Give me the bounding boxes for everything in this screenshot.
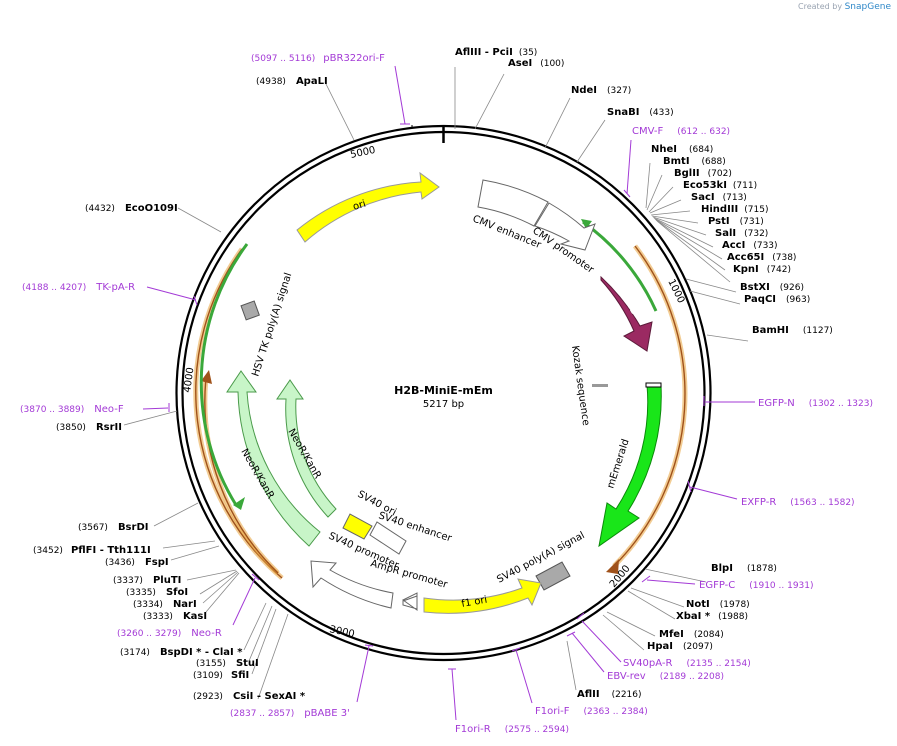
site-ndei: NdeI(327) [571, 85, 631, 96]
memerald-arrow [598, 384, 662, 548]
primer-leaders [142, 65, 755, 721]
site-afliii-pcii: AflIII - PciI(35) [455, 47, 537, 58]
sv40-enhancer-box [369, 521, 407, 555]
tick-5000: 5000 [349, 145, 376, 161]
sv40-ori-box [342, 513, 373, 540]
ori-arrow [296, 171, 440, 243]
site-psti: PstI(731) [708, 216, 764, 227]
site-bamhi: BamHI(1127) [752, 325, 833, 336]
primer-sv40pa-r: SV40pA-R(2135 .. 2154) [623, 658, 751, 669]
memerald-start [645, 382, 662, 388]
site-leaders [123, 67, 749, 700]
site-sfii: (3109)SfiI [193, 670, 249, 681]
orf-arcs [193, 219, 688, 580]
site-fspi: (3436)FspI [105, 557, 169, 568]
site-saci: SacI(713) [691, 192, 747, 203]
site-snabi: SnaBI(433) [607, 107, 674, 118]
primer-egfp-c: EGFP-C(1910 .. 1931) [699, 580, 814, 591]
primer-neo-r: (3260 .. 3279)Neo-R [117, 628, 222, 639]
site-xbai: XbaI *(1988) [676, 611, 748, 622]
primer-tk-pa-r: (4188 .. 4207)TK-pA-R [22, 282, 135, 293]
features [226, 171, 662, 614]
site-asei: AseI(100) [508, 58, 564, 69]
site-blpi: BlpI(1878) [711, 563, 777, 574]
f1-ori-arrow [423, 578, 542, 614]
sv40-promoter-arrow [310, 560, 394, 609]
neor-outer-arrow [226, 370, 321, 547]
site-apali: (4938)ApaLI [256, 76, 328, 87]
cmv-promoter-arrow [534, 202, 596, 251]
hsv-tk-box [240, 300, 260, 321]
primer-ebv-rev: EBV-rev(2189 .. 2208) [607, 671, 724, 682]
site-bspdi-clai: (3174)BspDI * - ClaI * [120, 647, 243, 658]
primer-f1ori-r: F1ori-R(2575 .. 2594) [455, 724, 569, 735]
site-stui: (3155)StuI [196, 658, 259, 669]
site-pflfi-tth111i: (3452)PflFI - Tth111I [33, 545, 151, 556]
label-kozak: Kozak sequence [569, 345, 591, 426]
site-kasi: (3333)KasI [143, 611, 207, 622]
tick-4000: 4000 [182, 367, 196, 394]
site-nari: (3334)NarI [133, 599, 197, 610]
primer-egfp-n: EGFP-N(1302 .. 1323) [758, 398, 873, 409]
orf-neo-green [199, 243, 249, 506]
site-nhei: NheI(684) [651, 144, 713, 155]
cmv-enhancer-arrow [477, 179, 549, 227]
label-f1-ori: f1 ori [461, 595, 489, 610]
primer-exfp-r: EXFP-R(1563 .. 1582) [741, 497, 855, 508]
site-labels: AflIII - PciI(35) AseI(100) NdeI(327) Sn… [33, 47, 833, 702]
kozak-mark [592, 384, 608, 387]
sv40-polya-box [535, 561, 571, 591]
credit-prefix: Created by [798, 2, 843, 11]
orf-arc-right-arrow [606, 559, 619, 574]
site-acc65i: Acc65I(738) [727, 252, 796, 263]
h2b-arrow [600, 275, 653, 352]
site-ecoo109i: (4432)EcoO109I [85, 203, 178, 214]
site-hindiii: HindIII(715) [701, 204, 768, 215]
site-aflii: AflII(2216) [577, 689, 642, 700]
plasmid-name: H2B-MiniE-mEm [394, 384, 493, 397]
primer-f1ori-f: F1ori-F(2363 .. 2384) [535, 706, 648, 717]
label-ori: ori [352, 199, 368, 213]
site-bsrdi: (3567)BsrDI [78, 522, 148, 533]
ampr-promoter-arrow [402, 592, 418, 611]
site-noti: NotI(1978) [686, 599, 750, 610]
site-bglii: BglII(702) [674, 168, 732, 179]
site-mfei: MfeI(2084) [659, 629, 724, 640]
primer-labels: (5097 .. 5116)pBR322ori-F CMV-F(612 .. 6… [20, 53, 873, 735]
site-kpni: KpnI(742) [733, 264, 791, 275]
label-hsv-tk: HSV TK poly(A) signal [250, 272, 294, 378]
site-sali: SalI(732) [715, 228, 768, 239]
neor-inner-arrow [276, 379, 337, 518]
site-rsrii: (3850)RsrII [56, 422, 122, 433]
site-csii-sexai: (2923)CsiI - SexAI * [193, 691, 306, 702]
site-acci: AccI(733) [722, 240, 778, 251]
site-sfoi: (3335)SfoI [126, 587, 188, 598]
tick-3000: 3000 [328, 624, 355, 640]
label-memerald: mEmerald [605, 438, 631, 490]
site-hpai: HpaI(2097) [647, 641, 713, 652]
backbone [175, 124, 712, 662]
plasmid-length: 5217 bp [423, 399, 464, 410]
snapgene-credit: Created by SnapGene [798, 2, 891, 12]
snapgene-brand: SnapGene [844, 2, 891, 12]
site-eco53ki: Eco53kI(711) [683, 180, 757, 191]
site-bstxi: BstXI(926) [740, 282, 804, 293]
primer-neo-f: (3870 .. 3889)Neo-F [20, 404, 124, 415]
primer-pbabe3: (2837 .. 2857)pBABE 3' [230, 708, 350, 719]
primer-pbr322ori-f: (5097 .. 5116)pBR322ori-F [251, 53, 385, 64]
site-paqci: PaqCI(963) [744, 294, 810, 305]
primer-cmv-f: CMV-F(612 .. 632) [632, 126, 730, 137]
site-bmti: BmtI(688) [663, 156, 726, 167]
site-pluti: (3337)PluTI [113, 575, 181, 586]
